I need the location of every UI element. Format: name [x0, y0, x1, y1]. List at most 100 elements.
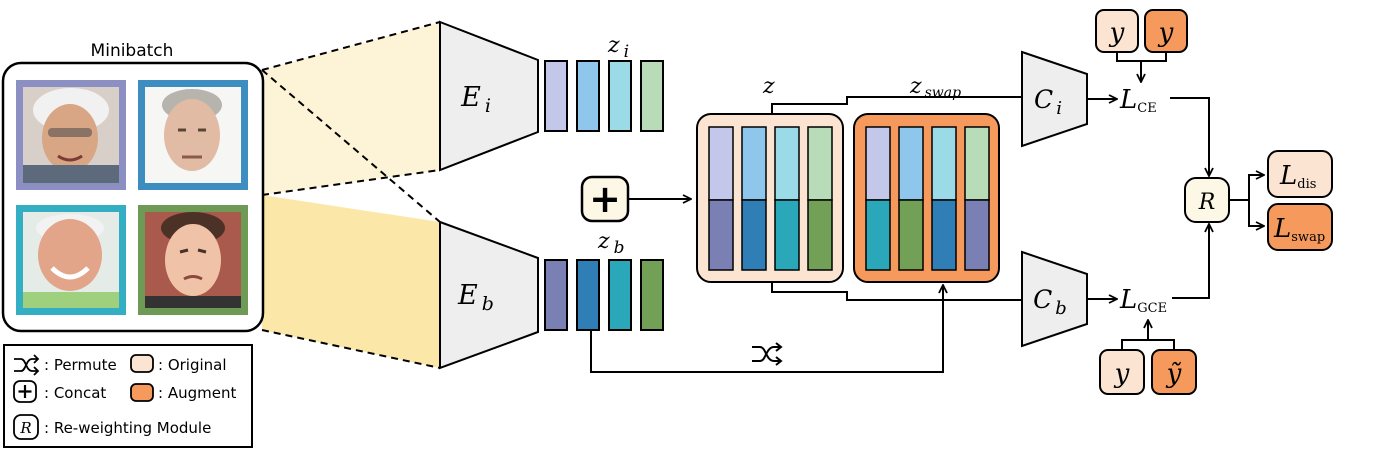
- loss-dis-sym: L: [1279, 161, 1297, 191]
- loss-gce-sym: L: [1119, 285, 1137, 315]
- z-original-columns: [708, 126, 833, 271]
- lce-to-r: [1170, 97, 1209, 176]
- zs-col1-top: [865, 126, 891, 201]
- legend-original-label: : Original: [158, 356, 227, 374]
- encoder-ei-sym: E: [460, 82, 481, 113]
- zb-sym: z: [597, 229, 610, 254]
- z-col3-bot: [774, 199, 800, 271]
- zb-block-2: [576, 259, 600, 331]
- loss-dis: Ldis: [1279, 161, 1316, 192]
- z-swap-columns: [865, 126, 990, 271]
- loss-gce: LGCE: [1119, 285, 1167, 316]
- zs-col1-bot: [865, 199, 891, 271]
- encoder-ei-sub: i: [485, 95, 491, 117]
- zs-col3-top: [931, 126, 957, 201]
- legend-reweight-icon: [13, 414, 39, 440]
- face-bottom-left: [16, 205, 126, 315]
- legend-reweight-label: : Re-weighting Module: [44, 419, 211, 437]
- z-col4-bot: [807, 199, 833, 271]
- legend-concat-plus: [18, 385, 32, 398]
- zb-block-3: [608, 259, 632, 331]
- zi-blocks: [544, 60, 664, 132]
- fan-cross-2: [261, 169, 441, 196]
- z-col3-top: [774, 126, 800, 201]
- lgce-to-r: [1172, 224, 1209, 299]
- zi-block-3: [608, 60, 632, 132]
- encoder-eb-sub: b: [482, 293, 494, 315]
- loss-swap-sym: L: [1273, 214, 1291, 244]
- loss-ce-sym: L: [1119, 85, 1137, 115]
- zi-block-1: [544, 60, 568, 132]
- z-col2-bot: [741, 199, 767, 271]
- zb-blocks: [544, 259, 664, 331]
- fan-edge-mid: [261, 329, 441, 369]
- svg-text:Ei: Ei: [460, 82, 491, 117]
- svg-text:Eb: Eb: [457, 280, 494, 315]
- loss-swap: Lswap: [1273, 214, 1325, 245]
- legend-augment-label: : Augment: [158, 384, 236, 402]
- loss-swap-box: [1267, 203, 1333, 251]
- legend-permute-icon: [14, 354, 40, 376]
- z-col1-top: [708, 126, 734, 201]
- fan-cross-1: [261, 69, 441, 223]
- target-top-2: y: [1158, 18, 1174, 48]
- z-col2-top: [741, 126, 767, 201]
- zs-col4-bot: [964, 199, 990, 271]
- minibatch-title: Minibatch: [91, 41, 174, 61]
- target-bottom-2: ỹ: [1166, 359, 1182, 389]
- loss-gce-sub: GCE: [1137, 301, 1167, 316]
- zi-block-4: [640, 60, 664, 132]
- legend-box: [3, 344, 253, 448]
- targets-top-connector: [1116, 52, 1167, 82]
- classifier-ci-sym: C: [1034, 85, 1053, 114]
- target-top-1: y: [1109, 18, 1125, 48]
- legend-original-swatch: [130, 354, 154, 373]
- concat-symbol: +: [589, 177, 621, 221]
- zi-sym: z: [607, 33, 620, 58]
- loss-ce: LCE: [1119, 85, 1157, 116]
- targets-bottom-connector: [1121, 320, 1175, 350]
- loss-swap-sub: swap: [1291, 230, 1325, 245]
- zs-col2-bot: [898, 199, 924, 271]
- loss-dis-sub: dis: [1297, 177, 1316, 192]
- zs-col4-top: [964, 126, 990, 201]
- zi-sub: i: [624, 42, 629, 62]
- z-bracket-top: [771, 96, 1022, 114]
- permute-path: [590, 285, 943, 373]
- legend-concat-label: : Concat: [44, 384, 106, 402]
- zb-block-4: [640, 259, 664, 331]
- svg-text:Cb: Cb: [1033, 285, 1067, 319]
- z-label: z: [762, 74, 775, 99]
- projection-fan-top: [262, 22, 440, 195]
- r-to-lswap: [1248, 200, 1264, 226]
- concat-node: +: [580, 175, 630, 223]
- r-to-ldis: [1229, 175, 1264, 201]
- zb-block-1: [544, 259, 568, 331]
- encoder-eb-sym: E: [457, 280, 478, 311]
- z-col4-top: [807, 126, 833, 201]
- zs-col2-top: [898, 126, 924, 201]
- loss-ce-sub: CE: [1137, 101, 1156, 116]
- face-bottom-right: [138, 205, 248, 315]
- z-bracket-bottom: [771, 282, 1022, 301]
- zswap-sym: z: [909, 74, 922, 99]
- zb-sub: b: [614, 238, 625, 258]
- zswap-sub: swap: [925, 85, 962, 101]
- loss-dis-box: [1267, 150, 1333, 198]
- fan-edge-top: [261, 21, 441, 71]
- legend-permute-label: : Permute: [44, 356, 117, 374]
- permute-icon: [752, 342, 783, 366]
- face-top-right: [138, 80, 248, 190]
- svg-text:Ci: Ci: [1034, 85, 1062, 119]
- z-col1-bot: [708, 199, 734, 271]
- projection-fan-bottom: [262, 195, 440, 368]
- legend-augment-swatch: [130, 383, 154, 402]
- legend-reweight-sym: R: [19, 419, 31, 437]
- face-top-left: [16, 80, 126, 190]
